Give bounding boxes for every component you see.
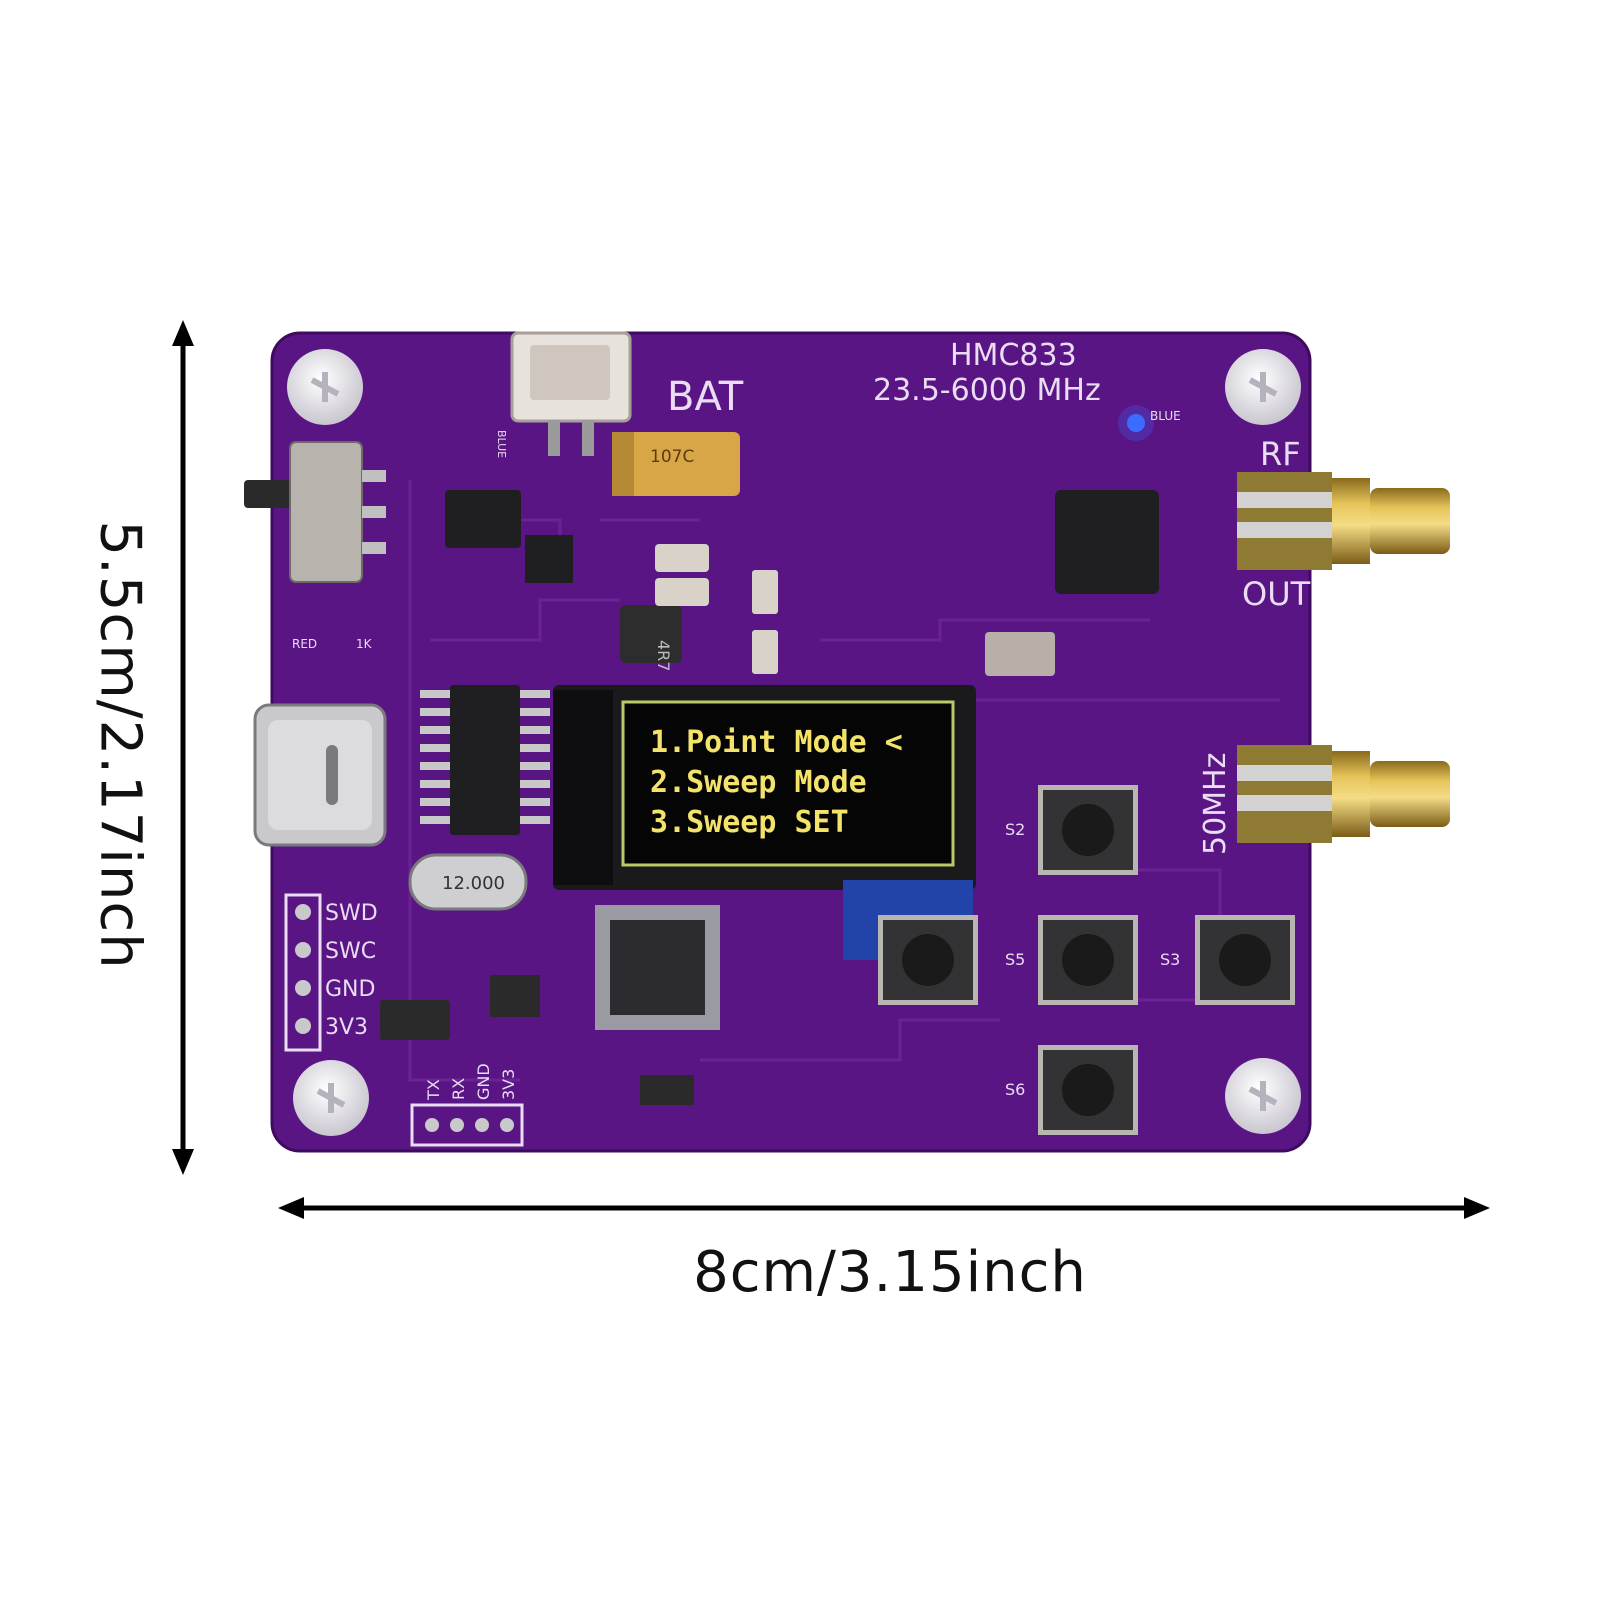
mcu-chip (595, 905, 720, 1030)
tx-pin-label: TX (424, 1079, 443, 1101)
rf-label: RF (1260, 435, 1301, 473)
usb-c-port[interactable] (253, 703, 387, 847)
oled-menu-item-point-mode: 1.Point Mode < (650, 725, 903, 760)
led-label-red: RED (292, 637, 317, 651)
rf-out-sma-connector[interactable] (1237, 472, 1450, 570)
3v3-uart-pin-label: 3V3 (499, 1069, 518, 1100)
led-label-blue-2: BLUE (495, 430, 508, 458)
battery-connector (510, 331, 632, 456)
height-arrow-top-head (172, 320, 194, 346)
capacitor-label: 107C (650, 447, 694, 467)
height-arrow-bottom-head (172, 1149, 194, 1175)
inductor-label: 4R7 (654, 640, 673, 671)
crystal-oscillator (408, 853, 528, 911)
crystal-label: 12.000 (442, 873, 505, 894)
chip-label: HMC833 (950, 338, 1077, 373)
swd-pin-label: SWD (325, 901, 378, 926)
battery-label: BAT (667, 374, 744, 420)
swc-pin-label: SWC (325, 939, 376, 964)
s3-label: S3 (1160, 950, 1180, 969)
width-arrow-left-head (278, 1197, 304, 1219)
mounting-screw (1225, 349, 1301, 425)
tantalum-capacitor (612, 432, 740, 496)
frequency-range-label: 23.5-6000 MHz (873, 373, 1101, 408)
3v3-pin-label: 3V3 (325, 1015, 368, 1040)
width-arrow-right-head (1464, 1197, 1490, 1219)
s5-label: S5 (1005, 950, 1025, 969)
out-label: OUT (1242, 575, 1311, 613)
smd-components (380, 490, 1159, 1105)
uart-header (410, 1103, 524, 1147)
tactile-button-s4[interactable] (878, 915, 978, 1005)
gnd-pin-label: GND (325, 977, 375, 1002)
swd-header (284, 893, 322, 1052)
status-led-blue (1127, 414, 1145, 432)
rx-pin-label: RX (449, 1078, 468, 1100)
width-dimension-label: 8cm/3.15inch (693, 1240, 1087, 1305)
tactile-button-s6[interactable] (1038, 1045, 1138, 1135)
mounting-screw (293, 1060, 369, 1136)
oled-menu-item-sweep-mode: 2.Sweep Mode (650, 765, 867, 800)
mounting-screw (287, 349, 363, 425)
tactile-button-s3[interactable] (1195, 915, 1295, 1005)
50mhz-sma-connector[interactable] (1237, 745, 1450, 843)
resistor-label: 1K (356, 637, 373, 651)
oled-menu-item-sweep-set: 3.Sweep SET (650, 805, 849, 840)
gnd-uart-pin-label: GND (474, 1063, 493, 1100)
power-slide-switch[interactable] (244, 441, 386, 583)
s2-label: S2 (1005, 820, 1025, 839)
mounting-screw (1225, 1058, 1301, 1134)
led-label-blue: BLUE (1150, 409, 1181, 423)
tactile-button-s5[interactable] (1038, 915, 1138, 1005)
height-dimension-label: 5.5cm/2.17inch (87, 520, 153, 970)
s6-label: S6 (1005, 1080, 1025, 1099)
50mhz-label: 50MHz (1198, 753, 1233, 855)
tactile-button-s2[interactable] (1038, 785, 1138, 875)
